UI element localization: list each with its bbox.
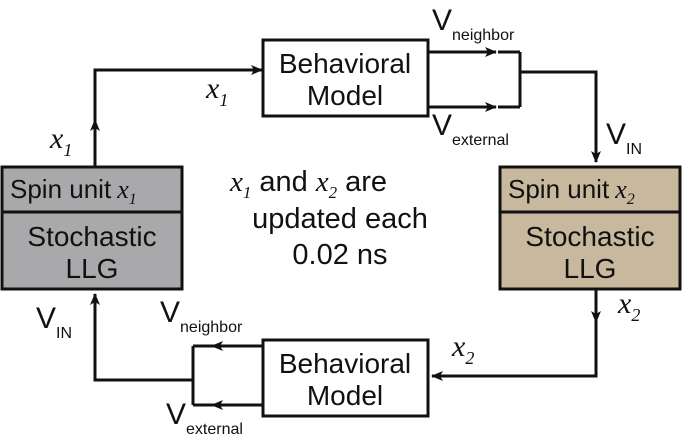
bottom-model-line2: Model xyxy=(307,380,383,411)
arrow-to-bottom-model xyxy=(431,318,598,381)
left-llg-line2: LLG xyxy=(66,253,119,284)
label-x2-right: x2 xyxy=(617,287,640,325)
top-model-line2: Model xyxy=(307,80,383,111)
center-note-line3: 0.02 ns xyxy=(292,239,387,271)
right-llg-box xyxy=(498,210,682,291)
label-x2-bottom: x2 xyxy=(451,330,474,368)
arrow-to-top-model xyxy=(93,65,263,122)
arrow-to-left-unit xyxy=(90,293,193,382)
bottom-model-line1: Behavioral xyxy=(279,348,411,379)
label-v-in-right: VIN xyxy=(606,118,642,158)
label-v-external-top: Vexternal xyxy=(432,109,509,149)
label-x1-left: x1 xyxy=(49,122,72,160)
label-x1-top: x1 xyxy=(205,72,228,110)
right-llg-line1: Stochastic xyxy=(525,221,654,252)
arrow-to-right-unit xyxy=(520,70,601,163)
bottom-model-box xyxy=(261,338,430,418)
label-v-external-bottom: Vexternal xyxy=(166,398,243,438)
right-llg-line2: LLG xyxy=(564,253,617,284)
top-model-box xyxy=(261,38,430,118)
label-v-neighbor-top: Vneighbor xyxy=(432,4,515,44)
bottom-behavioral-model: Behavioral Model xyxy=(261,338,430,418)
center-note-line2: updated each xyxy=(252,203,428,235)
top-model-line1: Behavioral xyxy=(279,48,411,79)
left-llg-line1: Stochastic xyxy=(27,221,156,252)
label-v-in-left: VIN xyxy=(36,302,72,342)
connections xyxy=(90,47,601,410)
top-behavioral-model: Behavioral Model xyxy=(261,38,430,118)
label-v-neighbor-bottom: Vneighbor xyxy=(160,296,243,336)
left-llg-box xyxy=(0,210,184,291)
